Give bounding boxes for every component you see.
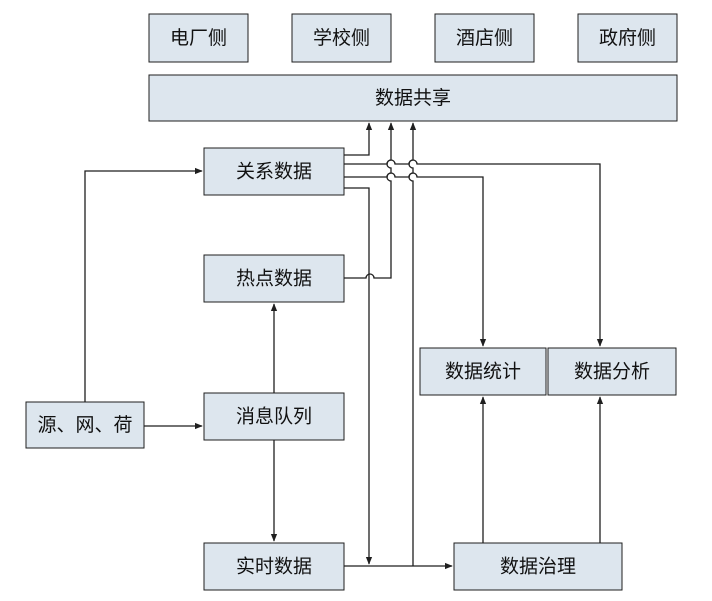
realtime-data-label: 实时数据	[236, 556, 312, 578]
data-analysis-label: 数据分析	[574, 361, 650, 383]
edge-relational-to-statistics	[344, 172, 487, 347]
power-plant-side-box: 电厂侧	[148, 13, 249, 63]
source-grid-load-label: 源、网、荷	[37, 414, 132, 436]
power-plant-side-label: 电厂侧	[170, 27, 227, 49]
edge-relational-down	[344, 187, 373, 565]
message-queue-box: 消息队列	[203, 392, 345, 441]
edge-source-to-relational	[84, 167, 203, 402]
data-statistics-label: 数据统计	[445, 361, 521, 383]
government-side-label: 政府侧	[599, 27, 656, 49]
realtime-data-box: 实时数据	[203, 542, 345, 591]
data-sharing-box: 数据共享	[148, 74, 678, 122]
data-sharing-label: 数据共享	[375, 87, 451, 109]
hotspot-data-label: 热点数据	[236, 268, 312, 290]
source-grid-load-box: 源、网、荷	[25, 401, 145, 449]
school-side-box: 学校侧	[291, 13, 392, 63]
edge-relational-to-analysis	[344, 159, 604, 347]
data-governance-label: 数据治理	[500, 556, 576, 578]
edge-realtime-to-sharing	[408, 122, 417, 566]
school-side-label: 学校侧	[313, 27, 370, 49]
data-analysis-box: 数据分析	[547, 347, 677, 396]
data-statistics-box: 数据统计	[419, 347, 547, 396]
data-governance-box: 数据治理	[453, 542, 623, 591]
edge-relational-to-sharing	[344, 122, 373, 156]
hotel-side-label: 酒店侧	[456, 27, 513, 49]
hotspot-data-box: 热点数据	[203, 254, 345, 303]
message-queue-label: 消息队列	[236, 406, 312, 428]
edge-hotspot-to-sharing	[344, 122, 395, 279]
government-side-box: 政府侧	[577, 13, 678, 63]
relational-data-box: 关系数据	[203, 147, 345, 196]
relational-data-label: 关系数据	[236, 161, 312, 183]
hotel-side-box: 酒店侧	[434, 13, 535, 63]
